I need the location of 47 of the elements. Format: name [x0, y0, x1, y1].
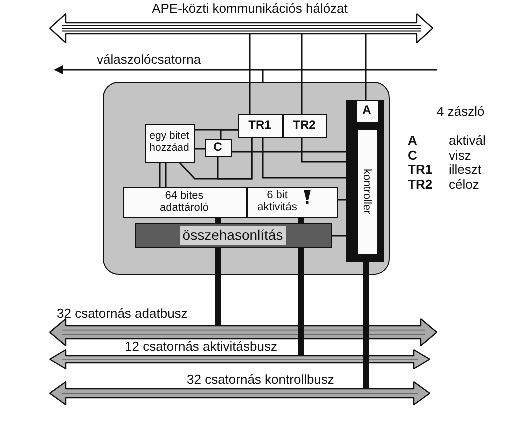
flag-box: A [356, 100, 378, 122]
connector-line [262, 138, 346, 179]
thick-connector-line [363, 262, 369, 389]
flag-box: TR2 [282, 114, 326, 138]
connector-line [301, 138, 346, 163]
controller-label: kontroller [358, 130, 376, 254]
flag-meaning: visz [449, 148, 472, 162]
flag-meaning: céloz [449, 176, 480, 192]
connector-line [232, 151, 346, 153]
connector-line [195, 148, 205, 150]
edge-label: válaszolócsatorna [97, 52, 202, 67]
comparator-label: összehasonlítás [180, 226, 286, 244]
flag-key: C [408, 148, 418, 162]
flag-meaning: illeszt [449, 162, 482, 177]
module-panel [103, 82, 390, 275]
bus-label: 12 csatornás aktivitásbusz [125, 339, 278, 354]
flag-key: TR2 [408, 176, 433, 192]
activity-bus [50, 350, 430, 369]
thick-connector-line [298, 248, 304, 356]
adder-box: egy bitet hozzáad [144, 124, 194, 162]
thick-connector-line [215, 248, 221, 326]
register-label: 6 bit aktivitás [256, 190, 298, 214]
connector-line [338, 199, 346, 201]
connector-line [365, 34, 367, 100]
thick-connector-line [298, 217, 304, 223]
bus-label: APE-közti kommunikációs hálózat [152, 1, 348, 16]
bus-label: 32 csatornás adatbusz [57, 306, 188, 321]
connector-line [159, 162, 167, 188]
comparator-bar [134, 222, 332, 248]
flag-box: TR1 [238, 114, 282, 138]
connector-line [249, 34, 251, 114]
connector-line [332, 235, 346, 237]
network-bus [50, 14, 433, 43]
data-register-box: 64 bites adattároló [122, 186, 246, 218]
legend-heading: 4 zászló [437, 104, 485, 119]
flag-box: C [204, 138, 232, 156]
connector-line [217, 138, 253, 180]
flag-key: A [408, 133, 418, 148]
activity-register-box [246, 186, 338, 218]
connector-line [220, 129, 238, 139]
connector-line [54, 66, 438, 82]
controller-column [346, 100, 384, 262]
bus-label: 32 csatornás kontrollbusz [187, 372, 334, 387]
flag-meaning: aktivál [449, 133, 486, 148]
thick-connector-line [215, 217, 221, 223]
flag-key: TR1 [408, 162, 433, 177]
connector-line [301, 34, 303, 114]
